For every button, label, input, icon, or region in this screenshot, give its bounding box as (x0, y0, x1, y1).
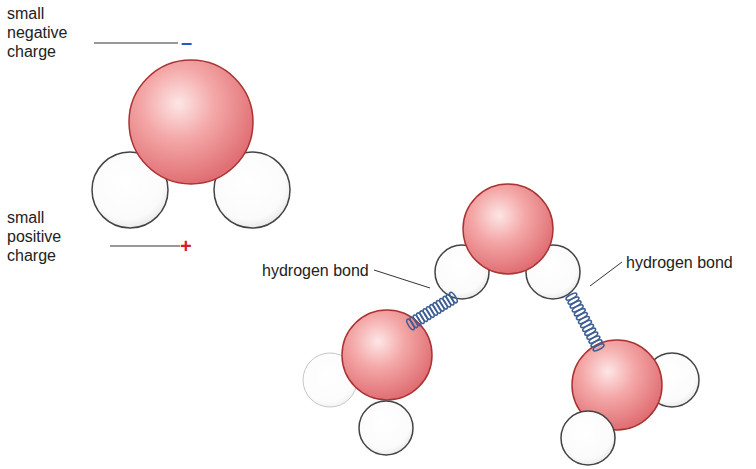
leader-line (590, 262, 622, 286)
coil-turn (405, 318, 415, 331)
coil-turn (592, 343, 605, 353)
leader-line (94, 43, 178, 44)
bond-label: hydrogen bond (262, 261, 382, 280)
water-molecule (92, 60, 290, 228)
hydrogen-atom (561, 411, 615, 465)
oxygen-atom (463, 184, 553, 274)
charge-label: small positive charge (7, 208, 87, 265)
water-molecule (303, 310, 432, 455)
charge-sign: – (181, 32, 197, 52)
oxygen-atom (342, 310, 432, 400)
hydrogen-bond-coil (565, 292, 605, 352)
oxygen-atom (129, 60, 253, 184)
hydrogen-bond-coil (405, 291, 458, 330)
bond-label: hydrogen bond (626, 253, 751, 272)
charge-sign: + (180, 236, 196, 256)
water-molecule (435, 184, 580, 299)
hydrogen-atom (359, 401, 413, 455)
leader-line (110, 246, 180, 247)
leader-line (374, 270, 430, 288)
charge-label: small negative charge (7, 4, 87, 61)
water-molecule (561, 340, 699, 465)
